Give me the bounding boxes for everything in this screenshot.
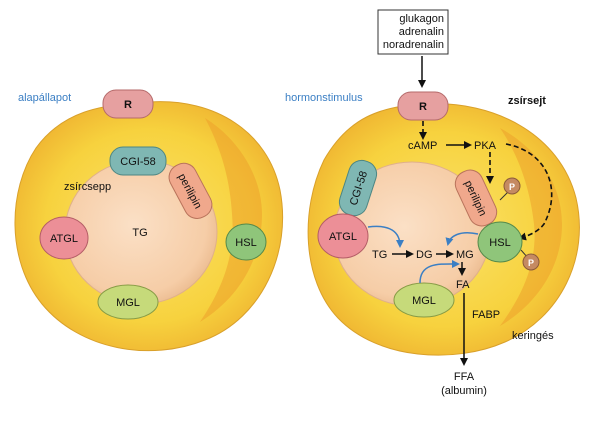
mg-label: MG	[456, 249, 474, 261]
hormone-glukagon: glukagon	[399, 13, 444, 25]
left-panel: alapállapot R CGI-58 perilipin zsírcsepp…	[14, 89, 284, 352]
hsl-action-arrow	[445, 232, 479, 246]
hsl-phospho-badge	[522, 253, 540, 271]
left-atgl-label: ATGL	[50, 233, 78, 245]
fabp-label: FABP	[472, 309, 500, 321]
atgl-action-arrow	[367, 225, 404, 248]
pka-label: PKA	[474, 140, 497, 152]
right-atgl	[317, 213, 369, 259]
right-receptor	[397, 91, 449, 121]
left-panel-title: alapállapot	[18, 92, 71, 104]
perilipin-phospho-link	[499, 191, 509, 201]
left-mgl-label: MGL	[116, 297, 140, 309]
dg-label: DG	[416, 249, 433, 261]
left-cell-shading	[200, 118, 262, 322]
left-droplet-label: zsírcsepp	[64, 181, 111, 193]
tg-label: TG	[372, 249, 387, 261]
hormone-adrenalin: adrenalin	[399, 26, 444, 38]
mgl-action-arrow	[419, 259, 460, 284]
perilipin-phospho-badge	[503, 177, 521, 195]
right-panel: hormonstimulus glukagon adrenalin noradr…	[285, 9, 580, 397]
right-hsl-label: HSL	[489, 237, 510, 249]
right-receptor-label: R	[419, 101, 427, 113]
right-mgl	[393, 282, 455, 318]
hormone-noradrenalin: noradrenalin	[383, 39, 444, 51]
left-hsl	[225, 223, 267, 261]
right-mgl-label: MGL	[412, 295, 436, 307]
left-mgl	[97, 284, 159, 320]
left-tg-label: TG	[132, 227, 147, 239]
fa-label: FA	[456, 279, 470, 291]
left-cgi58	[109, 146, 167, 176]
left-hsl-label: HSL	[235, 237, 256, 249]
circulation-label: keringés	[512, 330, 554, 342]
right-panel-title: hormonstimulus	[285, 92, 363, 104]
albumin-label: (albumin)	[441, 385, 487, 397]
left-perilipin	[168, 162, 213, 219]
left-receptor-label: R	[124, 99, 132, 111]
left-receptor	[102, 89, 154, 119]
right-perilipin	[454, 169, 498, 227]
perilipin-phospho-label: P	[509, 182, 515, 192]
hsl-phospho-label: P	[528, 258, 534, 268]
right-atgl-label: ATGL	[329, 231, 357, 243]
right-cell-shading	[500, 128, 562, 326]
ffa-label: FFA	[454, 371, 475, 383]
cell-label: zsírsejt	[508, 95, 546, 107]
hormone-box	[377, 9, 449, 55]
right-hsl	[477, 221, 523, 263]
pka-to-hsl-arrow	[505, 143, 553, 241]
camp-label: cAMP	[408, 140, 437, 152]
left-atgl	[39, 216, 89, 260]
left-cgi58-label: CGI-58	[120, 156, 155, 168]
